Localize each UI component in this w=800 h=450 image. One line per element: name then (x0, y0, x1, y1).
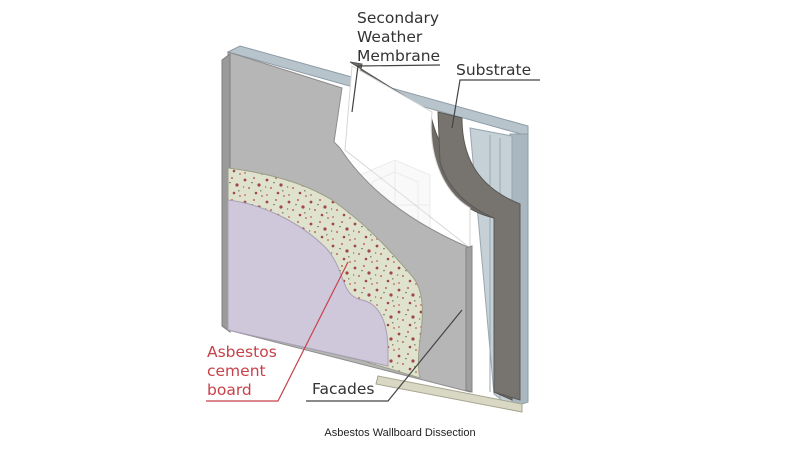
inner-panel (227, 199, 389, 367)
asbestos-leader (206, 261, 349, 402)
label-facades: Facades (312, 380, 375, 398)
label-secondary-weather-membrane: Secondary Weather Membrane (357, 9, 440, 66)
membrane-label-line-1: Secondary (357, 9, 440, 27)
membrane-label-line-2: Weather (357, 28, 423, 46)
asbestos-label-line-3: board (207, 381, 252, 399)
figure-caption: Asbestos Wallboard Dissection (324, 427, 476, 439)
weather-membrane (344, 65, 471, 250)
asbestos-label-line-2: cement (207, 362, 266, 380)
asbestos-label-line-1: Asbestos (207, 343, 277, 361)
leader-lines (206, 64, 540, 402)
frame-bottom-rail (375, 375, 523, 413)
label-asbestos-cement-board: Asbestos cement board (207, 343, 277, 400)
substrate-leader (451, 79, 540, 129)
membrane-label-line-3: Membrane (357, 47, 441, 65)
substrate-sheet (437, 111, 521, 401)
facades-leader (306, 309, 463, 402)
facade-right-edge (465, 245, 473, 393)
membrane-leader (351, 64, 441, 113)
label-substrate: Substrate (456, 61, 532, 79)
